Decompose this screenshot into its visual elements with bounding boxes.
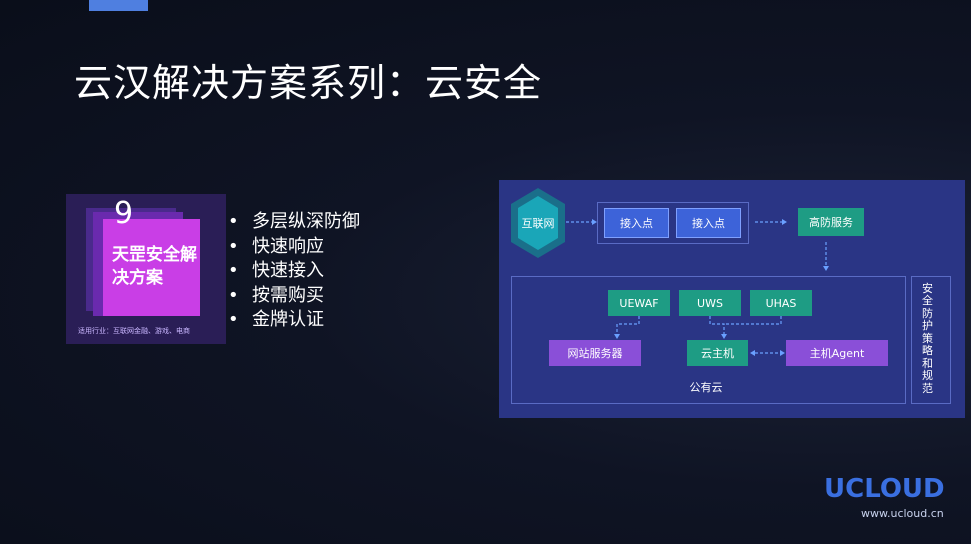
cover-title: 天罡安全解决方案 [112,245,197,288]
solution-cover: 9 天罡安全解决方案 适用行业：互联网金融、游戏、电商 [66,194,226,344]
cover-front-card [103,219,200,316]
access-point-node-2: 接入点 [676,208,741,238]
feature-text: 金牌认证 [252,309,324,330]
web-server-node: 网站服务器 [549,340,641,366]
access-point-node-1: 接入点 [604,208,669,238]
host-agent-node: 主机Agent [786,340,888,366]
feature-text: 快速接入 [252,260,324,281]
internet-node-label: 互联网 [521,217,555,230]
policy-box [911,276,951,404]
list-item: •金牌认证 [228,309,324,330]
anti-ddos-node: 高防服务 [798,208,864,236]
cover-industry: 适用行业：互联网金融、游戏、电商 [78,327,190,335]
public-cloud-box [511,276,906,404]
uws-node: UWS [679,290,741,316]
feature-text: 按需购买 [252,284,324,306]
access-group-box [597,202,749,244]
list-item: •快速接入 [228,260,324,281]
internet-hexagon [511,188,565,258]
list-item: •多层纵深防御 [228,211,360,232]
cloud-host-node: 云主机 [687,340,748,366]
cover-number: 9 [114,196,134,231]
brand-url: www.ucloud.cn [861,507,944,520]
ucloud-logo: UCLOUD [824,474,945,504]
uewaf-node: UEWAF [608,290,670,316]
uhas-node: UHAS [750,290,812,316]
slide-title: 云汉解决方案系列：云安全 [74,61,543,105]
public-cloud-label: 公有云 [689,381,723,394]
feature-list: •多层纵深防御 •快速响应 •快速接入 •按需购买 •金牌认证 [228,210,360,333]
list-item: •按需购买 [228,284,324,306]
policy-label: 安全防护策略和规范 [922,281,933,395]
list-item: •快速响应 [228,235,324,257]
corner-accent-bar [89,0,148,11]
feature-text: 多层纵深防御 [252,211,360,232]
feature-text: 快速响应 [252,235,324,257]
